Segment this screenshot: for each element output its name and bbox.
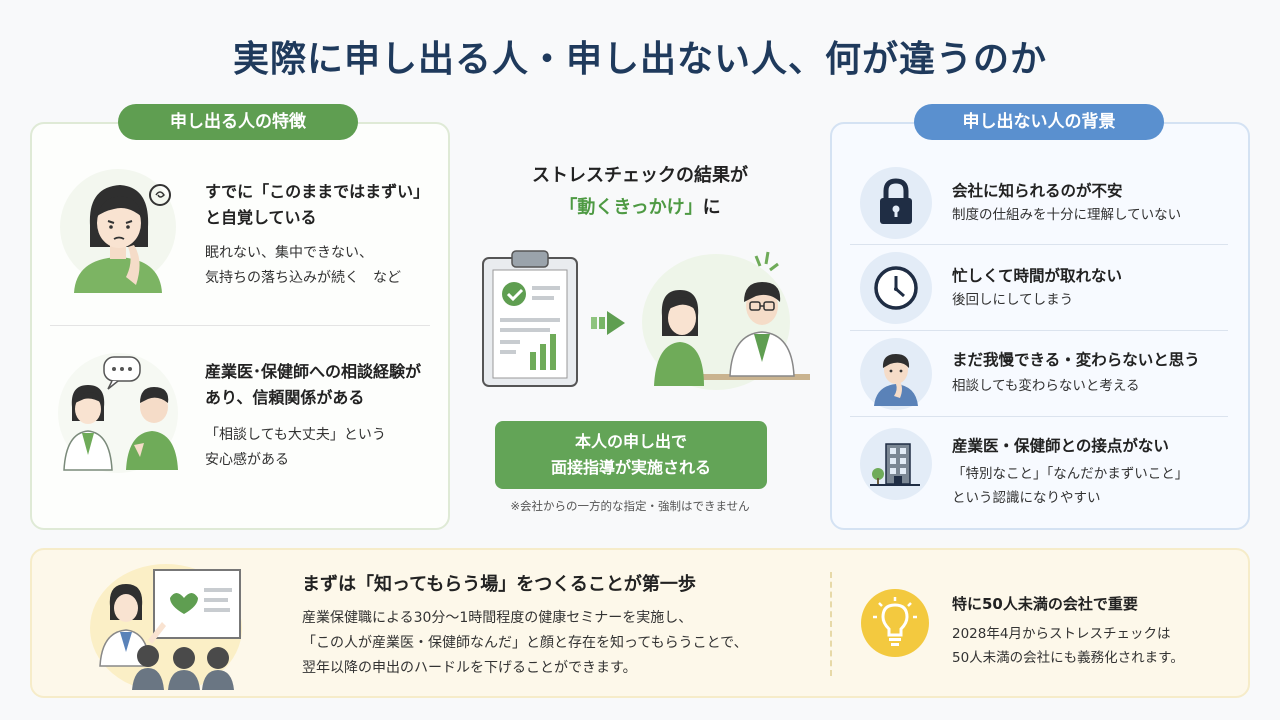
left-item-title-line: すでに「このままではまずい」 (205, 182, 430, 201)
right-divider (850, 244, 1228, 245)
right-item-title: 会社に知られるのが不安 (952, 182, 1123, 200)
right-item-title: 産業医・保健師との接点がない (952, 437, 1169, 455)
right-item-desc: 「特別なこと」「なんだかまずいこと」 (952, 466, 1189, 482)
right-item-no-contact: 産業医・保健師との接点がない 「特別なこと」「なんだかまずいこと」 という認識に… (850, 422, 1230, 518)
right-item-busy: 忙しくて時間が取れない 後回しにしてしまう (850, 250, 1230, 325)
right-item-desc: 制度の仕組みを十分に理解していない (952, 207, 1182, 223)
banner-line2: 面接指導が実施される (550, 458, 711, 477)
right-divider (850, 330, 1228, 331)
thinking-man-icon (860, 338, 932, 410)
right-item-desc: 後回しにしてしまう (952, 292, 1074, 308)
worried-woman-icon (48, 165, 188, 305)
left-item-desc-line: 眠れない、集中できない、 (205, 245, 373, 261)
clock-icon (860, 252, 932, 324)
bottom-desc-line: 産業保健職による30分〜1時間程度の健康セミナーを実施し、 (302, 610, 693, 626)
right-item-title: まだ我慢できる・変わらないと思う (952, 351, 1200, 369)
clipboard-icon (480, 248, 580, 390)
bottom-right-title: 特に50人未満の会社で重要 (952, 595, 1138, 613)
center-heading: ストレスチェックの結果が 「動くきっかけ」に (470, 160, 810, 224)
bottom-right-desc-line: 50人未満の会社にも義務化されます。 (952, 650, 1184, 666)
left-item-desc-line: 安心感がある (205, 452, 289, 468)
right-item-title: 忙しくて時間が取れない (952, 267, 1123, 285)
bottom-desc: 産業保健職による30分〜1時間程度の健康セミナーを実施し、 「この人が産業医・保… (302, 606, 748, 681)
right-divider (850, 416, 1228, 417)
bottom-desc-line: 翌年以降の申出のハードルを下げることができます。 (302, 660, 637, 676)
building-icon (860, 428, 932, 500)
center-note: ※会社からの一方的な指定・強制はできません (510, 499, 750, 513)
bottom-desc-line: 「この人が産業医・保健師なんだ」と顔と存在を知ってもらうことで、 (302, 635, 748, 651)
interview-icon (634, 240, 810, 390)
left-divider (50, 325, 430, 326)
bottom-title: まずは「知ってもらう場」をつくることが第一歩 (302, 574, 696, 595)
bottom-separator (830, 572, 832, 676)
right-heading: 申し出ない人の背景 (914, 104, 1164, 140)
lock-icon (860, 167, 932, 239)
center-heading-suffix: に (702, 197, 721, 218)
interview-guidance-banner: 本人の申し出で 面接指導が実施される (495, 421, 767, 489)
left-item-title-line: と自覚している (205, 208, 317, 227)
right-item-anxiety: 会社に知られるのが不安 制度の仕組みを十分に理解していない (850, 165, 1230, 240)
arrow-right-icon (591, 307, 627, 339)
left-item-self-aware: すでに「このままではまずい」 と自覚している 眠れない、集中できない、 気持ちの… (40, 165, 440, 315)
left-item-title-line: 産業医･保健師への相談経験が (205, 362, 422, 381)
page-title: 実際に申し出る人・申し出ない人、何が違うのか (232, 39, 1047, 80)
right-item-endure: まだ我慢できる・変わらないと思う 相談しても変わらないと考える (850, 336, 1230, 411)
seminar-icon (86, 556, 256, 690)
center-heading-line2: 「動くきっかけ」に (470, 192, 810, 224)
left-item-desc-line: 気持ちの落ち込みが続く など (205, 270, 401, 286)
center-heading-line1: ストレスチェックの結果が (532, 165, 748, 186)
left-item-title-line: あり、信頼関係がある (205, 388, 365, 407)
lightbulb-icon (861, 589, 929, 657)
left-item-trust: 産業医･保健師への相談経験が あり、信頼関係がある 「相談しても大丈夫」という … (40, 345, 440, 495)
banner-line1: 本人の申し出で (574, 432, 687, 451)
right-item-desc: 相談しても変わらないと考える (952, 378, 1140, 394)
consultation-icon (48, 345, 188, 485)
left-heading: 申し出る人の特徴 (118, 104, 358, 140)
right-item-desc: という認識になりやすい (952, 490, 1101, 506)
bottom-right-desc-line: 2028年4月からストレスチェックは (952, 626, 1171, 642)
left-item-desc-line: 「相談しても大丈夫」という (205, 427, 386, 443)
center-heading-emphasis: 「動くきっかけ」 (559, 197, 703, 218)
bottom-right-desc: 2028年4月からストレスチェックは 50人未満の会社にも義務化されます。 (952, 622, 1184, 670)
